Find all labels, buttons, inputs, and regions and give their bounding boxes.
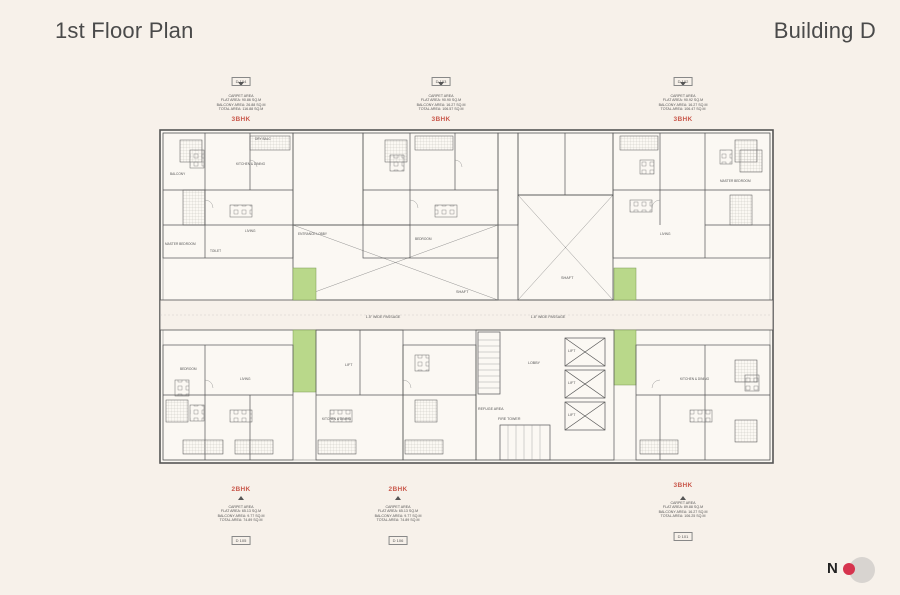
unit-type: 3BHK bbox=[431, 115, 451, 123]
north-compass: N bbox=[823, 557, 879, 583]
room-label-dry: DRY BALC bbox=[255, 137, 272, 141]
unit-type: 2BHK bbox=[231, 486, 251, 493]
room-label-bedroom: BEDROOM bbox=[415, 237, 432, 241]
unit-area-line: TOTAL AREA: 106.47 SQ.M bbox=[660, 107, 706, 112]
room-label-entrance: ENTRANCE LOBBY bbox=[298, 232, 328, 236]
room-label-toilet: TOILET bbox=[210, 249, 221, 253]
unit-area-line: BALCONY AREA: 16.27 SQ.M bbox=[416, 102, 466, 107]
unit-tag: D 105 bbox=[231, 535, 251, 545]
north-label: N bbox=[827, 560, 838, 577]
room-label-living-2: LIVING bbox=[660, 232, 671, 236]
unit-area-line: CARPET AREA bbox=[385, 505, 411, 509]
building-name: Building D bbox=[773, 18, 876, 43]
unit-area-line: BALCONY AREA: 26.88 SQ.M bbox=[216, 102, 266, 107]
unit-tag: D 106 bbox=[388, 535, 408, 545]
fire-tower-label: FIRE TOWER bbox=[498, 417, 521, 421]
room-label-master: MASTER BEDROOM bbox=[165, 242, 196, 246]
page-title: 1st Floor Plan bbox=[55, 18, 194, 43]
unit-tag: D 102 bbox=[673, 77, 693, 86]
unit-area-line: TOTAL AREA: 106.57 SQ.M bbox=[418, 107, 464, 112]
shaft-left-label: SHAFT bbox=[456, 290, 469, 294]
unit-info-top-3: D 102 CARPET AREA FLAT AREA: 90.92 SQ.M … bbox=[658, 70, 708, 123]
unit-area-line: BALCONY AREA: 9.77 SQ.M bbox=[374, 513, 422, 518]
unit-info-bottom-1: 2BHK CARPET AREA FLAT AREA: 65.13 SQ.M B… bbox=[217, 486, 265, 547]
unit-area-line: CARPET AREA bbox=[670, 501, 696, 505]
unit-info-top-1: D 104 CARPET AREA FLAT AREA: 90.86 SQ.M … bbox=[216, 70, 266, 123]
unit-area-line: CARPET AREA bbox=[428, 94, 454, 98]
unit-tag: D 101 bbox=[673, 531, 693, 541]
shaft-center-label: SHAFT bbox=[561, 276, 574, 280]
unit-info-bottom-2: 2BHK CARPET AREA FLAT AREA: 65.13 SQ.M B… bbox=[374, 486, 422, 547]
unit-area-line: TOTAL AREA: 106.25 SQ.M bbox=[660, 514, 706, 519]
passage-left-label: 1.5" WIDE PASSAGE bbox=[366, 315, 401, 319]
unit-info-bottom-3: 3BHK CARPET AREA FLAT AREA: 89.88 SQ.M B… bbox=[658, 482, 708, 543]
unit-area-line: CARPET AREA bbox=[228, 94, 254, 98]
unit-area-line: FLAT AREA: 90.90 SQ.M bbox=[420, 98, 462, 103]
unit-area-line: BALCONY AREA: 16.27 SQ.M bbox=[658, 509, 708, 514]
unit-area-line: FLAT AREA: 90.92 SQ.M bbox=[662, 98, 704, 103]
unit-area-line: TOTAL AREA: 74.89 SQ.M bbox=[376, 518, 420, 523]
lobby-label: LOBBY bbox=[528, 361, 541, 365]
unit-area-line: FLAT AREA: 90.86 SQ.M bbox=[220, 98, 262, 103]
unit-area-line: CARPET AREA bbox=[670, 94, 696, 98]
unit-area-line: CARPET AREA bbox=[228, 505, 254, 509]
unit-type: 3BHK bbox=[231, 115, 251, 123]
unit-area-line: TOTAL AREA: 116.88 SQ.M bbox=[218, 107, 264, 112]
unit-area-line: TOTAL AREA: 74.89 SQ.M bbox=[219, 518, 263, 523]
refuge-label: REFUGE AREA bbox=[478, 407, 504, 411]
passage-right-label: 1.8" WIDE PASSAGE bbox=[531, 315, 566, 319]
unit-tag: D 103 bbox=[431, 77, 451, 86]
lift-small-label: LIFT bbox=[345, 363, 353, 367]
unit-info-top-2: D 103 CARPET AREA FLAT AREA: 90.90 SQ.M … bbox=[416, 70, 466, 123]
unit-area-line: BALCONY AREA: 16.27 SQ.M bbox=[658, 102, 708, 107]
room-label-living: LIVING bbox=[245, 229, 256, 233]
unit-area-line: FLAT AREA: 89.88 SQ.M bbox=[662, 505, 704, 510]
unit-area-line: BALCONY AREA: 9.77 SQ.M bbox=[217, 513, 265, 518]
lift-label-2: LIFT bbox=[568, 381, 576, 385]
unit-type: 3BHK bbox=[673, 482, 693, 489]
unit-area-line: FLAT AREA: 65.13 SQ.M bbox=[220, 509, 262, 514]
room-label-master-2: MASTER BEDROOM bbox=[720, 179, 751, 183]
lift-label-1: LIFT bbox=[568, 349, 576, 353]
north-dot-icon bbox=[843, 563, 855, 575]
room-label-balcony: BALCONY bbox=[170, 172, 186, 176]
unit-type: 3BHK bbox=[673, 115, 693, 123]
room-label-bedroom-2: BEDROOM bbox=[180, 367, 197, 371]
lift-label-3: LIFT bbox=[568, 413, 576, 417]
room-label-kitchen: KITCHEN & DINING bbox=[236, 162, 266, 166]
unit-area-line: FLAT AREA: 65.13 SQ.M bbox=[377, 509, 419, 514]
unit-tag: D 104 bbox=[231, 77, 251, 86]
unit-type: 2BHK bbox=[388, 486, 408, 493]
room-label-kitchen-3: KITCHEN & DINING bbox=[680, 377, 710, 381]
room-label-kitchen-2: KITCHEN & DINING bbox=[322, 417, 352, 421]
room-label-living-3: LIVING bbox=[240, 377, 251, 381]
